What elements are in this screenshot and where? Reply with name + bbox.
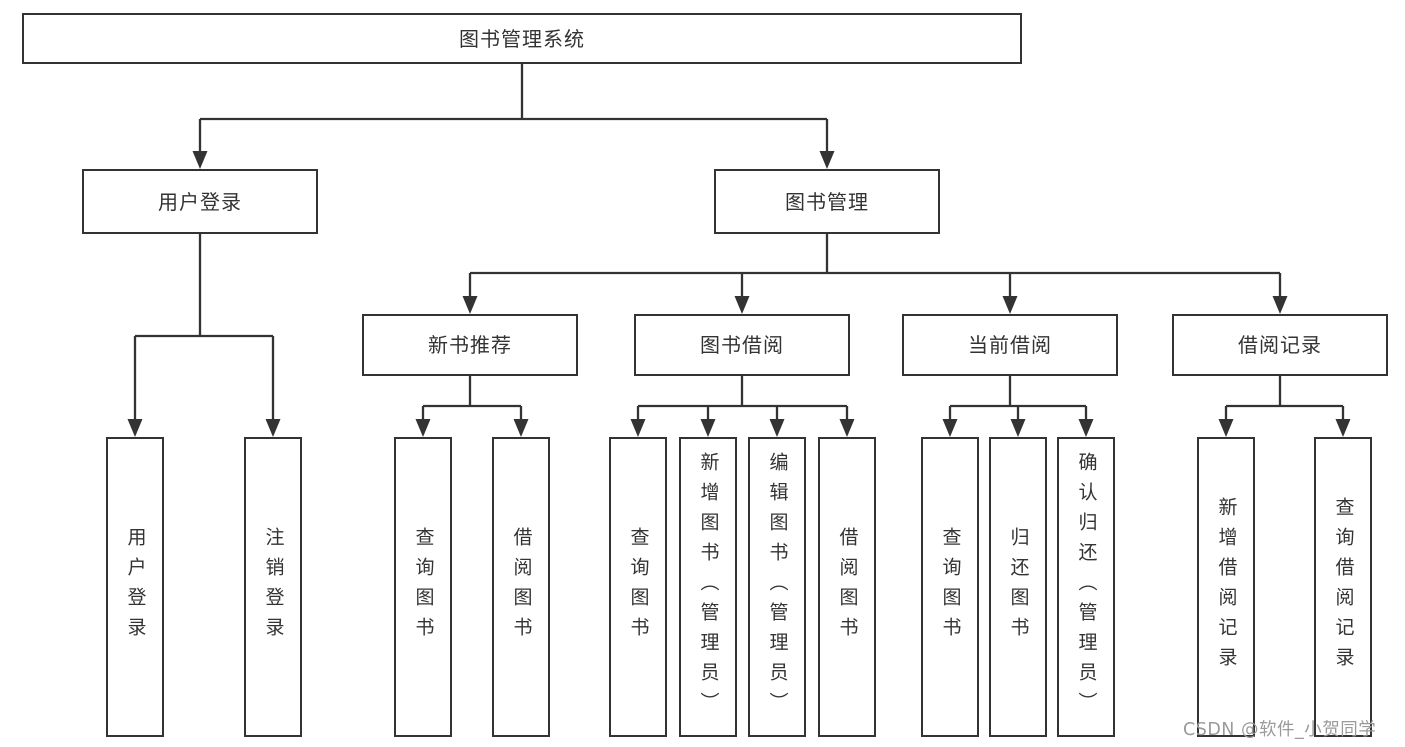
arrowhead [700,419,716,437]
arrowhead [1272,296,1288,314]
leaf-add-borrow-record: 新增借阅记录 [1197,437,1255,737]
arrowhead [1335,419,1351,437]
node-current-borrow: 当前借阅 [902,314,1118,376]
leaf-borrow-books: 借阅图书 [818,437,876,737]
leaf-user-login: 用户登录 [106,437,164,737]
arrowhead [127,419,143,437]
node-book-management: 图书管理 [714,169,940,234]
arrowhead [1010,419,1026,437]
arrowhead [734,296,750,314]
arrowhead [415,419,431,437]
node-book-borrow: 图书借阅 [634,314,850,376]
arrowhead [513,419,529,437]
leaf-logout: 注销登录 [244,437,302,737]
arrowhead [192,151,208,169]
leaf-confirm-return-admin: 确认归还（管理员） [1057,437,1115,737]
arrowhead [819,151,835,169]
arrowhead [1218,419,1234,437]
leaf-edit-books-admin: 编辑图书（管理员） [748,437,806,737]
arrowhead [839,419,855,437]
arrowhead [462,296,478,314]
leaf-query-borrow-record: 查询借阅记录 [1314,437,1372,737]
arrowhead [769,419,785,437]
node-user-login: 用户登录 [82,169,318,234]
csdn-watermark: CSDN @软件_小贺同学 [1183,720,1377,740]
arrowhead [942,419,958,437]
leaf-query-books-current: 查询图书 [921,437,979,737]
arrowhead [630,419,646,437]
arrowhead [1078,419,1094,437]
leaf-query-books-borrow: 查询图书 [609,437,667,737]
leaf-add-books-admin: 新增图书（管理员） [679,437,737,737]
node-library-management-system: 图书管理系统 [22,13,1022,64]
arrowheads [127,151,1351,437]
leaf-query-books-recommend: 查询图书 [394,437,452,737]
leaf-borrow-books-recommend: 借阅图书 [492,437,550,737]
arrowhead [1002,296,1018,314]
node-borrow-records: 借阅记录 [1172,314,1388,376]
arrowhead [265,419,281,437]
node-new-book-recommend: 新书推荐 [362,314,578,376]
tree-edge-lines [133,64,1345,426]
leaf-return-books: 归还图书 [989,437,1047,737]
